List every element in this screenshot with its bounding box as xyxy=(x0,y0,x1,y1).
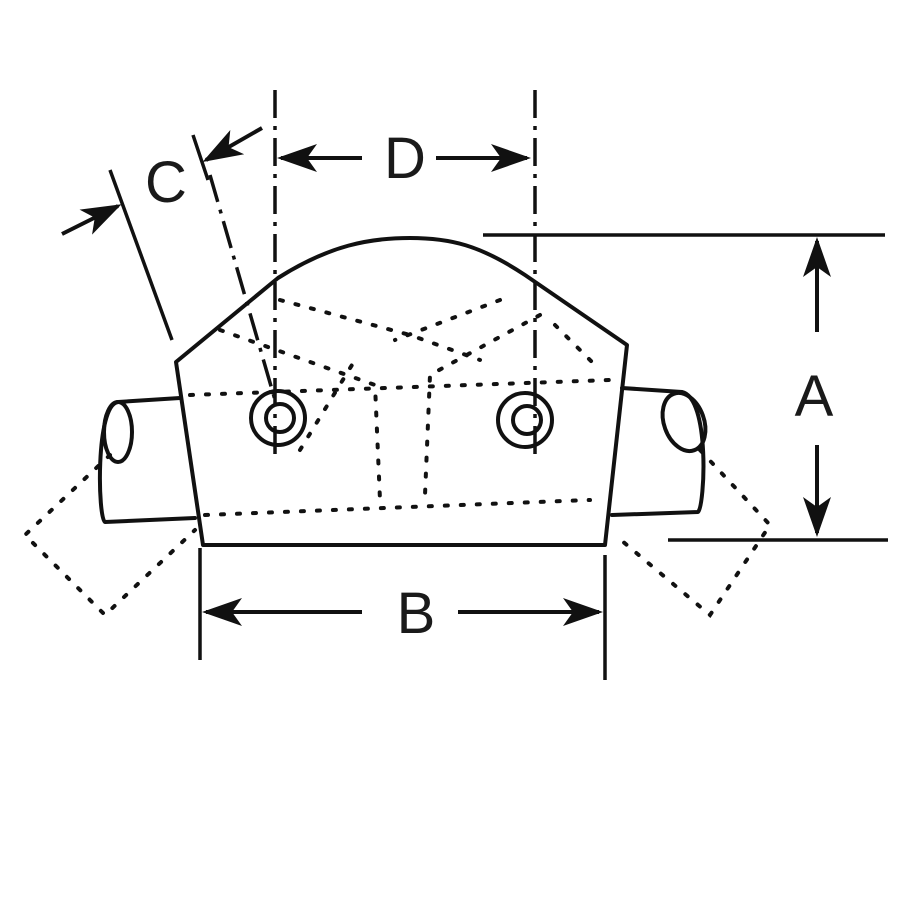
mounting-hole-left xyxy=(249,389,307,447)
dimension-c: C xyxy=(61,126,263,341)
dimension-a-label: A xyxy=(795,364,834,429)
dimension-a: A xyxy=(483,233,888,542)
mounting-hole-right xyxy=(496,391,554,449)
left-pipe xyxy=(97,396,197,524)
hidden-lines xyxy=(22,298,773,618)
dimension-d-label: D xyxy=(384,126,426,191)
clamp-body xyxy=(174,236,629,547)
centerline-slanted xyxy=(208,174,277,401)
dimension-d: D xyxy=(277,126,531,191)
dimension-b-label: B xyxy=(397,581,436,646)
right-pipe xyxy=(610,386,708,517)
dimension-b: B xyxy=(198,548,607,680)
dimension-c-label: C xyxy=(145,150,187,215)
